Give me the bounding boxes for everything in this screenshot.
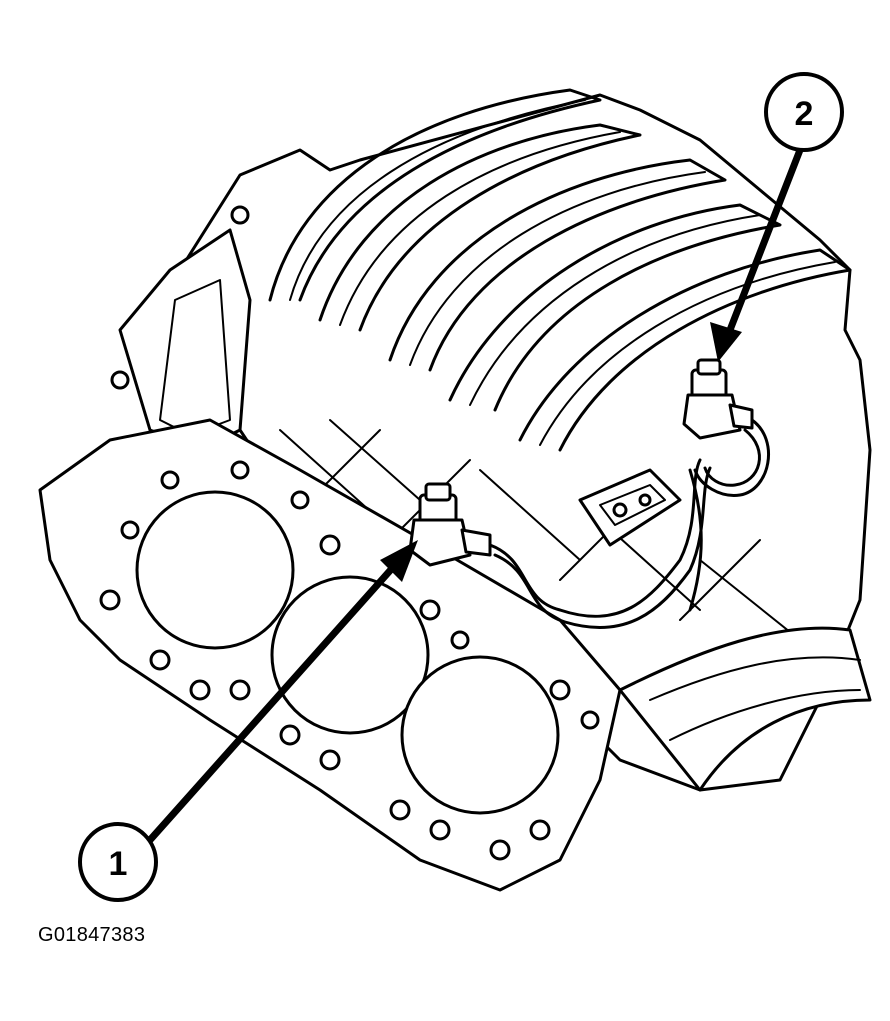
head-gasket [38,418,622,892]
cylinder-bore [135,490,295,650]
leader-line-1 [146,540,418,844]
knock-sensor-1 [408,482,492,567]
callout-2: 2 [764,72,844,152]
wiring-harness [488,418,770,630]
intake-manifold [110,88,872,792]
cylinder-bore [270,575,430,735]
callout-1: 1 [78,822,158,902]
callout-2-label: 2 [795,95,814,133]
cylinder-bore [400,655,560,815]
knock-sensor-2 [682,358,754,440]
leader-line-2 [710,146,804,362]
callout-1-label: 1 [109,845,128,883]
front-cover [618,626,872,792]
figure-code: G01847383 [38,924,146,946]
